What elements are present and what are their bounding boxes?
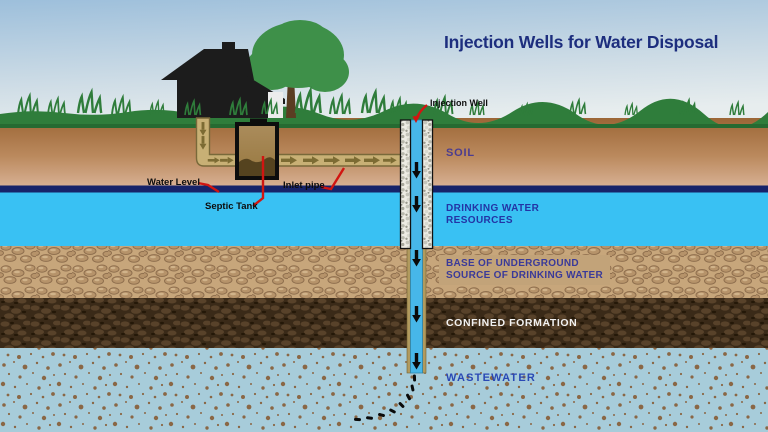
well-gravel-right [421,119,434,250]
drinking-water-layer [0,192,768,246]
label-drinking-water: DRINKING WATER RESOURCES [446,203,540,226]
wastewater-speckles [0,348,768,432]
label-inlet-pipe: Inlet pipe [283,180,325,191]
house-silhouette [161,42,285,118]
label-wastewater: WASTEWATER [446,372,537,384]
pointer-inlet-pipe [320,167,346,191]
label-confined-formation: CONFINED FORMATION [446,317,578,329]
well-pipe [410,119,423,374]
diagram-title: Injection Wells for Water Disposal [444,32,719,52]
pointer-water-level [197,181,220,194]
pointer-injection-well-arrowhead [412,115,420,123]
base-usdw-layer [0,246,768,298]
septic-tank-graphic [235,118,279,180]
inlet-pipe-graphic [195,117,402,167]
tree [246,20,349,118]
tree-canopy [246,20,349,92]
house-roof [161,49,254,80]
label-base-usdw: BASE OF UNDERGROUND SOURCE OF DRINKING W… [439,255,611,285]
soil-layer [0,118,768,188]
well-casing-left [406,247,411,374]
confined-formation-layer [0,298,768,348]
pointer-septic-tank [252,156,265,207]
grass-shadow-edge [0,124,768,128]
label-septic-tank: Septic Tank [205,201,258,212]
label-water-level: Water Level [147,177,200,188]
label-injection-well: Injection Well [430,98,488,108]
house-body [177,75,239,118]
water-table-line [0,185,768,193]
well-casing-right [422,247,427,374]
grass-layer [0,98,768,129]
pointer-lines [197,104,428,207]
label-soil: SOIL [446,147,475,159]
injection-well-graphic [354,119,434,422]
wastewater-flow-dashes [354,374,417,422]
well-gravel-left [399,119,412,250]
septic-tank-sludge [239,157,275,176]
